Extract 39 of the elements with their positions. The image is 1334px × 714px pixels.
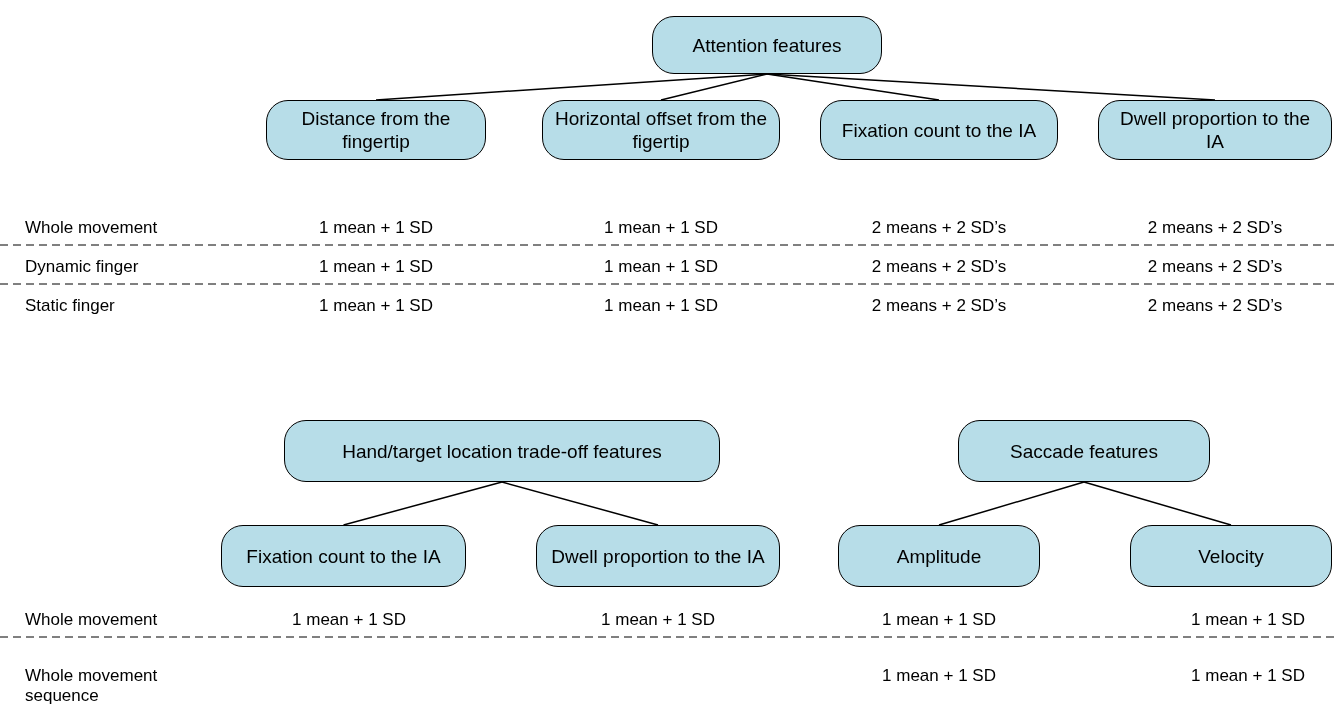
cell-value: 1 mean + 1 SD [319, 296, 433, 316]
feature-box: Dwell proportion to the IA [1098, 100, 1332, 160]
cell-value: 1 mean + 1 SD [604, 296, 718, 316]
row-label: Static finger [25, 296, 116, 316]
cell-value: 1 mean + 1 SD [604, 218, 718, 238]
row-label: Whole movement [25, 218, 159, 238]
cell-value: 1 mean + 1 SD [601, 610, 715, 630]
row-label: Whole movement [25, 610, 159, 630]
connector-line [660, 73, 768, 101]
cell-value: 1 mean + 1 SD [1191, 610, 1305, 630]
cell-value: 2 means + 2 SD’s [1147, 257, 1283, 277]
cell-value: 1 mean + 1 SD [319, 257, 433, 277]
cell-value: 2 means + 2 SD’s [871, 218, 1007, 238]
feature-box: Distance from the fingertip [266, 100, 486, 160]
feature-box: Velocity [1130, 525, 1332, 587]
connector-line [342, 481, 503, 526]
row-label: Dynamic finger [25, 257, 140, 277]
cell-value: 1 mean + 1 SD [604, 257, 718, 277]
feature-box: Dwell proportion to the IA [536, 525, 780, 587]
feature-box: Fixation count to the IA [820, 100, 1058, 160]
cell-value: 2 means + 2 SD’s [1147, 218, 1283, 238]
cell-value: 1 mean + 1 SD [292, 610, 406, 630]
feature-box: Fixation count to the IA [221, 525, 466, 587]
connector-line [1083, 481, 1232, 526]
feature-box: Horizontal offset from the figertip [542, 100, 780, 160]
cell-value: 1 mean + 1 SD [882, 610, 996, 630]
connector-line [938, 481, 1085, 526]
feature-box: Hand/target location trade-off features [284, 420, 720, 482]
feature-box: Attention features [652, 16, 882, 74]
cell-value: 2 means + 2 SD’s [871, 257, 1007, 277]
cell-value: 2 means + 2 SD’s [871, 296, 1007, 316]
row-label: Whole movement sequence [25, 666, 159, 706]
feature-box: Amplitude [838, 525, 1040, 587]
cell-value: 2 means + 2 SD’s [1147, 296, 1283, 316]
cell-value: 1 mean + 1 SD [1191, 666, 1305, 686]
cell-value: 1 mean + 1 SD [882, 666, 996, 686]
connector-line [501, 481, 659, 526]
feature-box: Saccade features [958, 420, 1210, 482]
cell-value: 1 mean + 1 SD [319, 218, 433, 238]
